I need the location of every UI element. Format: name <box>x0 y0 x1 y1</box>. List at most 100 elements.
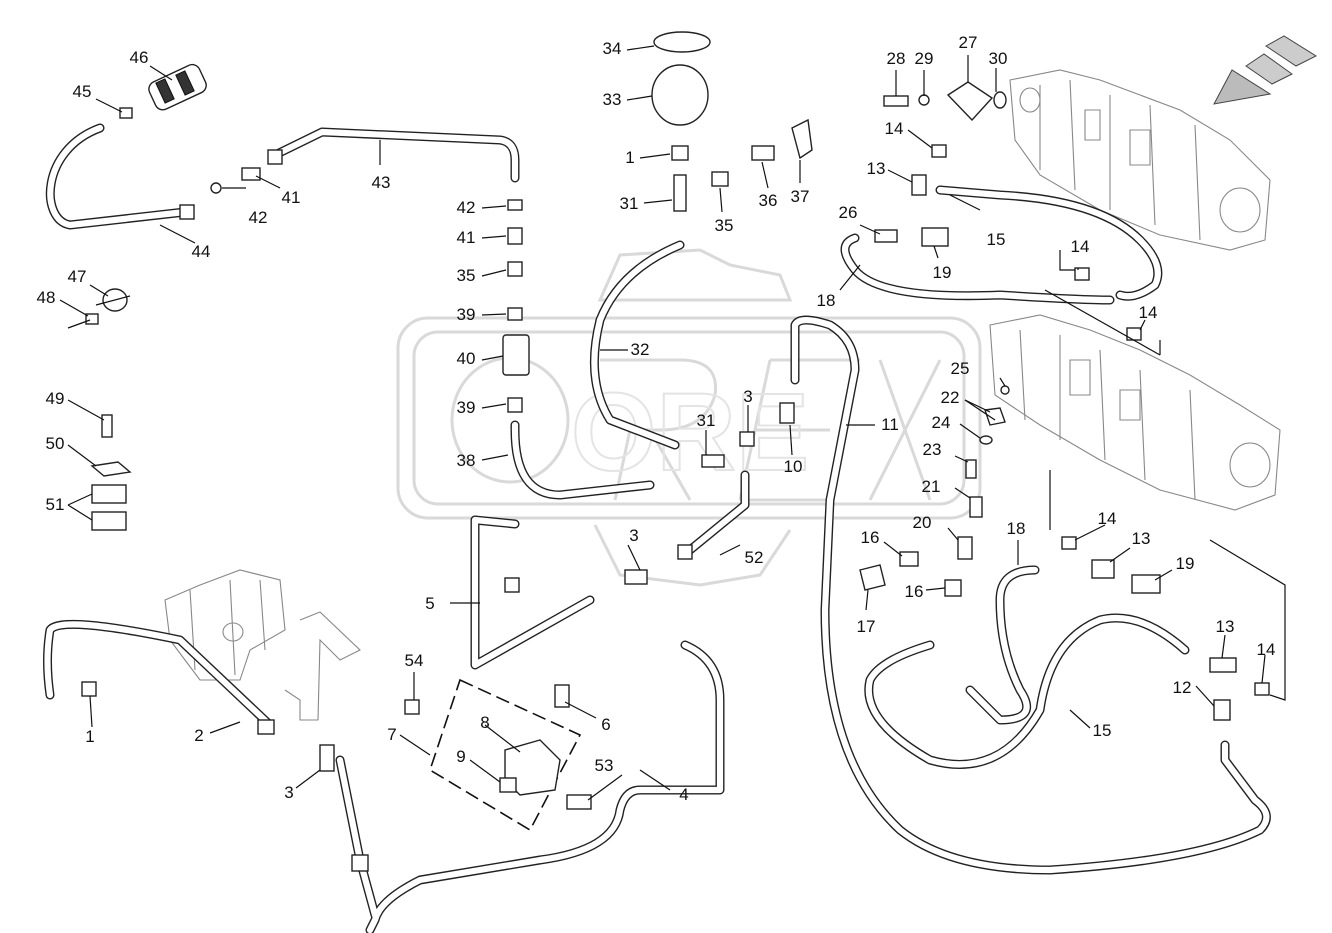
callout-label-15a: 15 <box>987 230 1006 249</box>
nut-44-icon <box>179 204 195 220</box>
nut-5-icon <box>504 577 520 593</box>
valve-assembly-outline-7 <box>429 678 582 832</box>
callout-label-39a: 39 <box>457 305 476 324</box>
flange-27-icon <box>946 81 994 122</box>
callout-label-3a: 3 <box>743 387 752 406</box>
callout-label-44: 44 <box>192 242 211 261</box>
fitting-14a-icon <box>931 144 947 158</box>
callout-label-14e: 14 <box>1257 640 1276 659</box>
nut-43-icon <box>267 149 283 165</box>
callout-label-14c: 14 <box>1139 303 1158 322</box>
seal-42-icon <box>210 182 222 194</box>
callout-label-24: 24 <box>932 413 951 432</box>
callout-label-14b: 14 <box>1071 237 1090 256</box>
callout-label-47: 47 <box>68 267 87 286</box>
callout-label-11: 11 <box>881 415 899 434</box>
callout-label-26: 26 <box>839 203 858 222</box>
callout-label-3c: 3 <box>284 783 293 802</box>
fitting-3a-icon <box>739 431 755 447</box>
coupling-19a-icon <box>921 227 949 247</box>
callout-label-40: 40 <box>457 349 476 368</box>
seal-24-icon <box>979 435 993 445</box>
seal-42b-icon <box>507 199 523 211</box>
callout-label-17: 17 <box>857 617 876 636</box>
washer-29-icon <box>918 94 930 106</box>
callout-label-38: 38 <box>457 451 476 470</box>
callout-label-46: 46 <box>130 48 149 67</box>
callout-label-6: 6 <box>601 715 610 734</box>
callout-label-28: 28 <box>887 49 906 68</box>
callout-label-43: 43 <box>372 173 391 192</box>
callout-label-29: 29 <box>915 49 934 68</box>
callout-label-31b: 31 <box>697 411 716 430</box>
elbow-10-icon <box>779 402 795 424</box>
callout-labels: 4645414243444748495051424135394039383433… <box>37 33 1276 804</box>
callout-label-14d: 14 <box>1098 509 1117 528</box>
tee-31a-icon <box>673 174 687 212</box>
oring-30-icon <box>993 91 1007 109</box>
cap-37-icon <box>791 118 813 160</box>
cap-54-icon <box>404 699 420 715</box>
clip-22-icon <box>984 407 1006 426</box>
valve-block-ghost <box>164 569 361 721</box>
nut-2-icon <box>257 719 275 735</box>
nut-52-icon <box>677 544 693 560</box>
callout-label-27: 27 <box>959 33 978 52</box>
bolt-53-icon <box>566 794 592 810</box>
callout-label-13a: 13 <box>867 159 886 178</box>
fitting-35b-icon <box>711 171 729 187</box>
callout-label-42a: 42 <box>249 208 268 227</box>
fitting-1b-icon <box>81 681 97 697</box>
callout-label-18a: 18 <box>817 291 836 310</box>
tee-3c-icon <box>319 744 335 772</box>
tee-13b-icon <box>1091 559 1115 579</box>
callout-label-41a: 41 <box>282 188 301 207</box>
callout-label-15b: 15 <box>1093 721 1112 740</box>
coupling-36-icon <box>751 145 775 161</box>
callout-label-52: 52 <box>745 548 764 567</box>
callout-label-18b: 18 <box>1007 519 1026 538</box>
nut-16b-icon <box>944 579 962 597</box>
valve-40-icon <box>502 334 530 376</box>
pipes <box>43 123 1271 933</box>
fitting-14e-icon <box>1254 682 1270 696</box>
tee-20-icon <box>957 536 973 560</box>
callout-label-36: 36 <box>759 191 778 210</box>
callout-label-8: 8 <box>480 713 489 732</box>
filter-icon <box>148 63 207 111</box>
fitting-41b-icon <box>507 227 523 245</box>
callout-label-23: 23 <box>923 440 942 459</box>
callout-label-19b: 19 <box>1176 554 1195 573</box>
callout-label-4: 4 <box>679 785 688 804</box>
callout-label-30: 30 <box>989 49 1008 68</box>
callout-label-5: 5 <box>425 594 434 613</box>
callout-label-54: 54 <box>405 651 424 670</box>
tee-26-icon <box>874 229 898 243</box>
clamp-34-icon <box>653 31 711 53</box>
accumulator-33-icon <box>651 64 709 126</box>
bolt-28-icon <box>883 95 909 107</box>
parts <box>81 31 1270 872</box>
callout-label-34: 34 <box>603 39 622 58</box>
nut-16a-icon <box>899 551 919 567</box>
nut-35a-icon <box>507 261 523 277</box>
callout-label-31a: 31 <box>620 194 639 213</box>
bolt-23-icon <box>965 459 977 479</box>
callout-label-51: 51 <box>46 495 65 514</box>
plate-50-icon <box>90 461 132 477</box>
callout-label-49: 49 <box>46 389 65 408</box>
callout-label-22: 22 <box>941 388 960 407</box>
coupling-19b-icon <box>1131 574 1161 594</box>
fitting-9-icon <box>499 777 517 793</box>
callout-label-3b: 3 <box>629 526 638 545</box>
tee-3b-icon <box>624 569 648 585</box>
tee-13c-icon <box>1209 657 1237 673</box>
callout-label-20: 20 <box>913 513 932 532</box>
nut-bottom-icon <box>351 854 369 872</box>
fitting-12-icon <box>1213 699 1231 721</box>
callout-label-7: 7 <box>387 725 396 744</box>
callout-label-9: 9 <box>456 747 465 766</box>
tee-13a-icon <box>911 174 927 196</box>
